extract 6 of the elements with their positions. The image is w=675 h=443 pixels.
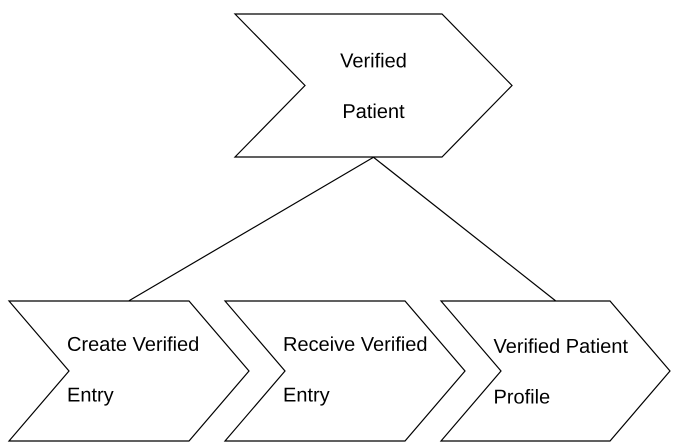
chevron-step: Receive Verified Entry [224, 300, 466, 442]
chevron-step: Verified Patient [234, 13, 513, 158]
connector-line [128, 156, 374, 302]
chevron-step: Verified Patient Profile [440, 300, 671, 442]
chevron-step: Create Verified Entry [8, 300, 250, 442]
connector-line [373, 156, 556, 302]
